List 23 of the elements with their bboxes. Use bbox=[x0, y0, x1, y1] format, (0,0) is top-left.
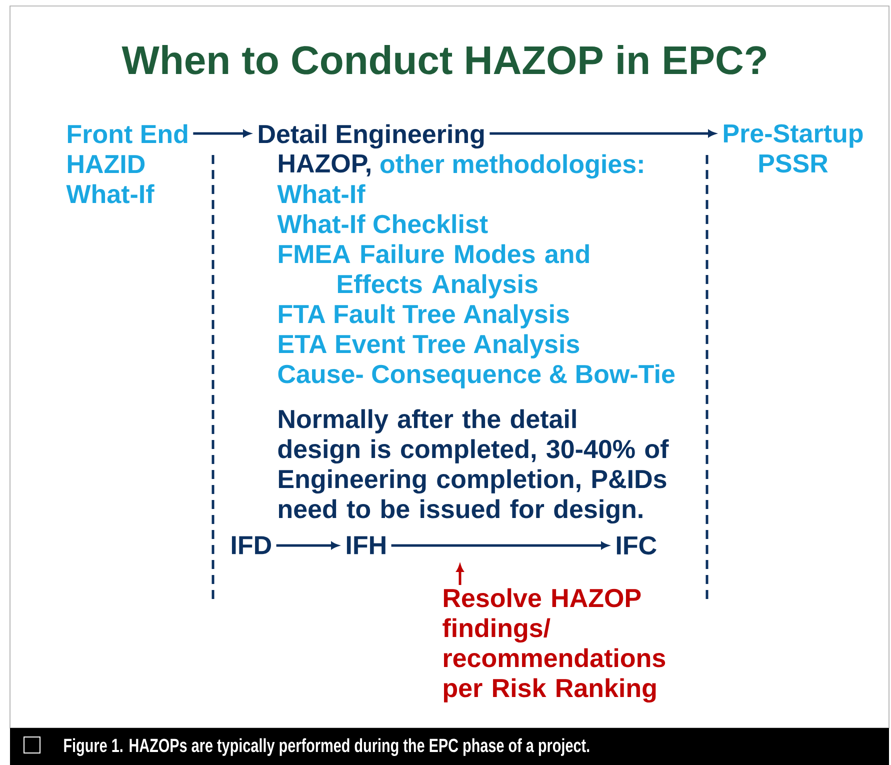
method-text: FTA Fault Tree Analysis bbox=[278, 304, 569, 328]
stage-text: Pre-Startup PSSR bbox=[724, 124, 863, 173]
method-text: other methodologies: bbox=[380, 154, 643, 179]
arrow bbox=[193, 130, 251, 138]
arrow bbox=[391, 542, 609, 550]
stage-text: IFH bbox=[346, 536, 386, 554]
arrow bbox=[456, 564, 464, 585]
caption: Figure 1. HAZOPs are typically performed during the EPC phase of a project. bbox=[64, 738, 590, 756]
method-text: Normally after the detail design is completed, 30-40% of Engineering completion, P&IDs need to be issued for design. bbox=[278, 409, 669, 524]
method-text: What-If Checklist bbox=[277, 214, 488, 234]
method-text: FMEA Failure Modes and Effects Analysis bbox=[278, 244, 589, 298]
stage-text: IFC bbox=[616, 536, 656, 555]
stage-text: Front End HAZID What-If bbox=[66, 124, 188, 204]
method-text: ETA Event Tree Analysis bbox=[278, 334, 580, 358]
stage-text: Detail Engineering bbox=[258, 124, 484, 149]
arrow bbox=[276, 542, 339, 550]
stage-text: Resolve HAZOP findings/ recommendations per Risk Ranking bbox=[442, 588, 666, 703]
title: When to Conduct HAZOP in EPC? bbox=[122, 45, 766, 74]
arrow bbox=[490, 130, 716, 138]
method-text: What-If bbox=[277, 184, 366, 204]
stage-text: IFD bbox=[232, 536, 271, 554]
method-text: Cause- Consequence & Bow-Tie bbox=[278, 364, 675, 388]
method-text: HAZOP, bbox=[278, 154, 370, 176]
